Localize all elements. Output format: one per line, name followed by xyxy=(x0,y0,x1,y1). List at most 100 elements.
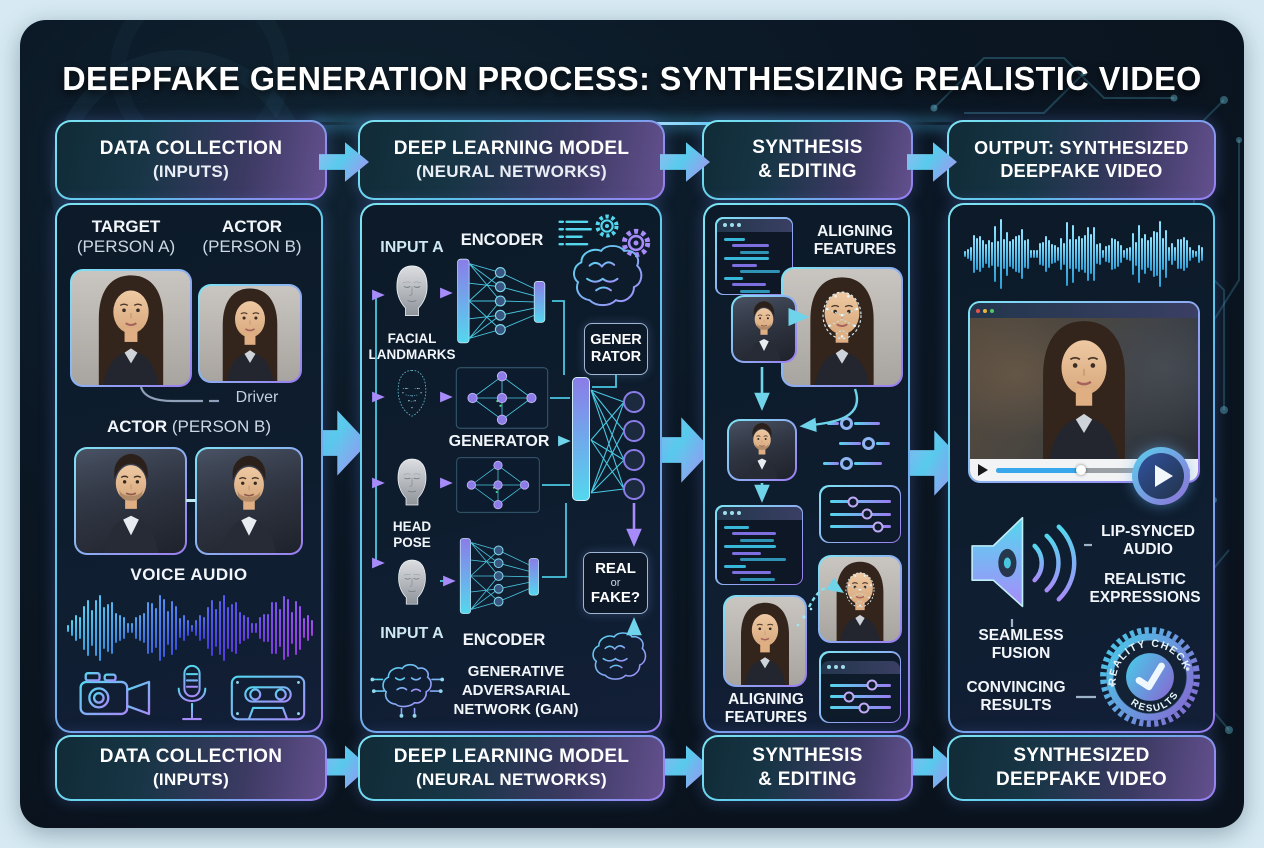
photo-source-man xyxy=(731,295,797,363)
encoder-top-label: ENCODER xyxy=(460,231,544,249)
photo-aligned-woman xyxy=(781,267,903,387)
realistic-expressions-label: REALISTIC EXPRESSIONS xyxy=(1089,571,1201,607)
portrait-man-source xyxy=(733,297,795,361)
play-triangle-icon xyxy=(1154,465,1173,487)
window-dots xyxy=(716,506,802,520)
play-icon[interactable] xyxy=(978,464,988,476)
portrait-man-1 xyxy=(79,449,183,553)
seamless-fusion-label: SEAMLESS FUSION xyxy=(978,627,1064,663)
panel-deep-learning: INPUT A FACIAL LANDMARKS ENCODER GENERAT… xyxy=(360,203,662,733)
generator-box-line1: GENER xyxy=(590,332,642,349)
actor-title-label: ACTOR (PERSON B) xyxy=(197,217,307,257)
deepfake-woman-video xyxy=(1009,318,1159,459)
face-3d-input-a-top xyxy=(385,261,439,327)
speaker-icon xyxy=(960,505,1086,617)
aligning-features-bottom-label: ALIGNING FEATURES xyxy=(724,691,808,727)
voice-waveform xyxy=(67,593,315,663)
footer-line1: DEEP LEARNING MODEL xyxy=(393,746,630,767)
photo-actor-video-2 xyxy=(195,447,303,555)
header-line1: OUTPUT: SYNTHESIZED xyxy=(974,138,1189,158)
face-3d-head-pose xyxy=(387,455,437,515)
gan-label: GENERATIVE ADVERSARIAL NETWORK (GAN) xyxy=(453,663,579,718)
photo-target-person-a xyxy=(70,269,192,387)
photo-actor-person-b xyxy=(198,284,302,383)
slider-row[interactable] xyxy=(829,691,891,703)
output-audio-waveform xyxy=(964,217,1203,291)
footer-synthesis: SYNTHESIS & EDITING xyxy=(702,735,913,801)
header-line2: & EDITING xyxy=(758,161,857,182)
code-window-top xyxy=(715,217,793,295)
mini-slider-3[interactable] xyxy=(823,457,882,470)
portrait-woman-b xyxy=(204,286,296,381)
footer-line2: (NEURAL NETWORKS) xyxy=(416,770,607,789)
generator-box: GENER RATOR xyxy=(584,323,648,375)
panel-data-collection: TARGET (PERSON A) ACTOR (PERSON B) Drive… xyxy=(55,203,323,733)
actor-row-sub: (PERSON B) xyxy=(171,417,272,436)
big-play-button[interactable] xyxy=(1132,447,1190,505)
photo-actor-video-1 xyxy=(74,447,187,555)
footer-line1: SYNTHESIS xyxy=(752,745,863,766)
real-fake-line3: FAKE? xyxy=(590,589,641,606)
code-lines xyxy=(717,520,802,584)
generator-latent-bar xyxy=(572,377,590,501)
video-window-dots xyxy=(970,303,1198,318)
slider-row[interactable] xyxy=(829,679,891,691)
photo-result-man xyxy=(727,419,797,481)
footer-line2: & EDITING xyxy=(758,769,857,790)
header-data-collection: DATA COLLECTION (INPUTS) xyxy=(55,120,327,200)
input-a-bottom-label: INPUT A xyxy=(380,625,444,642)
actor-row-label: ACTOR (PERSON B) xyxy=(57,417,321,437)
header-line2: DEEPFAKE VIDEO xyxy=(1000,161,1163,181)
aligning-features-top-label: ALIGNING FEATURES xyxy=(813,223,897,259)
mini-slider-2[interactable] xyxy=(839,437,890,450)
actor-title: ACTOR xyxy=(221,217,283,236)
slider-row[interactable] xyxy=(829,496,891,507)
slider-row[interactable] xyxy=(829,702,891,714)
panel-output: LIP-SYNCED AUDIO REALISTIC EXPRESSIONS S… xyxy=(948,203,1215,733)
driver-connector-line xyxy=(139,386,219,403)
lip-synced-audio-label: LIP-SYNCED AUDIO xyxy=(1101,523,1195,559)
convincing-results-label: CONVINCING RESULTS xyxy=(966,679,1066,715)
slider-row[interactable] xyxy=(829,508,891,520)
actor-row-title: ACTOR xyxy=(106,417,168,436)
footer-line1: SYNTHESIZED xyxy=(1013,745,1150,766)
mesh-network-1 xyxy=(454,367,550,429)
video-progress-bar[interactable] xyxy=(996,465,1190,475)
portrait-man-2 xyxy=(199,449,299,553)
gear-icon-large xyxy=(620,227,652,259)
actor-sub: (PERSON B) xyxy=(202,237,302,257)
head-pose-label: HEAD POSE xyxy=(392,519,432,550)
camera-icon xyxy=(77,669,157,721)
slider-panel-1[interactable] xyxy=(819,485,901,543)
panel-synthesis: ALIGNING FEATURES xyxy=(703,203,910,733)
slider-row[interactable] xyxy=(829,521,891,532)
driver-label: Driver xyxy=(235,389,279,406)
portrait-man-result xyxy=(730,421,794,479)
video-player-window xyxy=(968,301,1200,483)
infographic-canvas: DEEPFAKE GENERATION PROCESS: SYNTHESIZIN… xyxy=(20,20,1244,828)
voice-audio-label: VOICE AUDIO xyxy=(130,565,248,584)
header-line2: (INPUTS) xyxy=(152,162,230,181)
footer-line2: DEEPFAKE VIDEO xyxy=(995,769,1168,790)
real-fake-line2: or xyxy=(610,577,621,589)
footer-deep-learning: DEEP LEARNING MODEL (NEURAL NETWORKS) xyxy=(358,735,665,801)
real-fake-line1: REAL xyxy=(595,560,636,577)
brain-icon-top xyxy=(564,241,648,315)
slider-panel-2[interactable] xyxy=(819,651,901,723)
header-line1: SYNTHESIS xyxy=(752,137,863,158)
code-window-bottom xyxy=(715,505,803,585)
encoder-bottom-label: ENCODER xyxy=(462,631,546,649)
gan-wiring xyxy=(372,287,645,636)
header-line1: DATA COLLECTION xyxy=(99,138,283,159)
face-3d-input-a-bottom xyxy=(388,549,436,621)
mini-slider-1[interactable] xyxy=(827,417,880,430)
reality-check-badge: REALITY CHECK RESULTS xyxy=(1100,627,1200,727)
brain-icon-discriminator xyxy=(586,629,650,687)
footer-output: SYNTHESIZED DEEPFAKE VIDEO xyxy=(947,735,1216,801)
portrait-woman-source xyxy=(725,597,805,685)
footer-line1: DATA COLLECTION xyxy=(99,746,283,767)
real-or-fake-box: REAL or FAKE? xyxy=(583,552,648,614)
window-dots xyxy=(820,660,900,674)
footer-data-collection: DATA COLLECTION(INPUTS) xyxy=(55,735,327,801)
header-line2: (NEURAL NETWORKS) xyxy=(416,162,607,181)
